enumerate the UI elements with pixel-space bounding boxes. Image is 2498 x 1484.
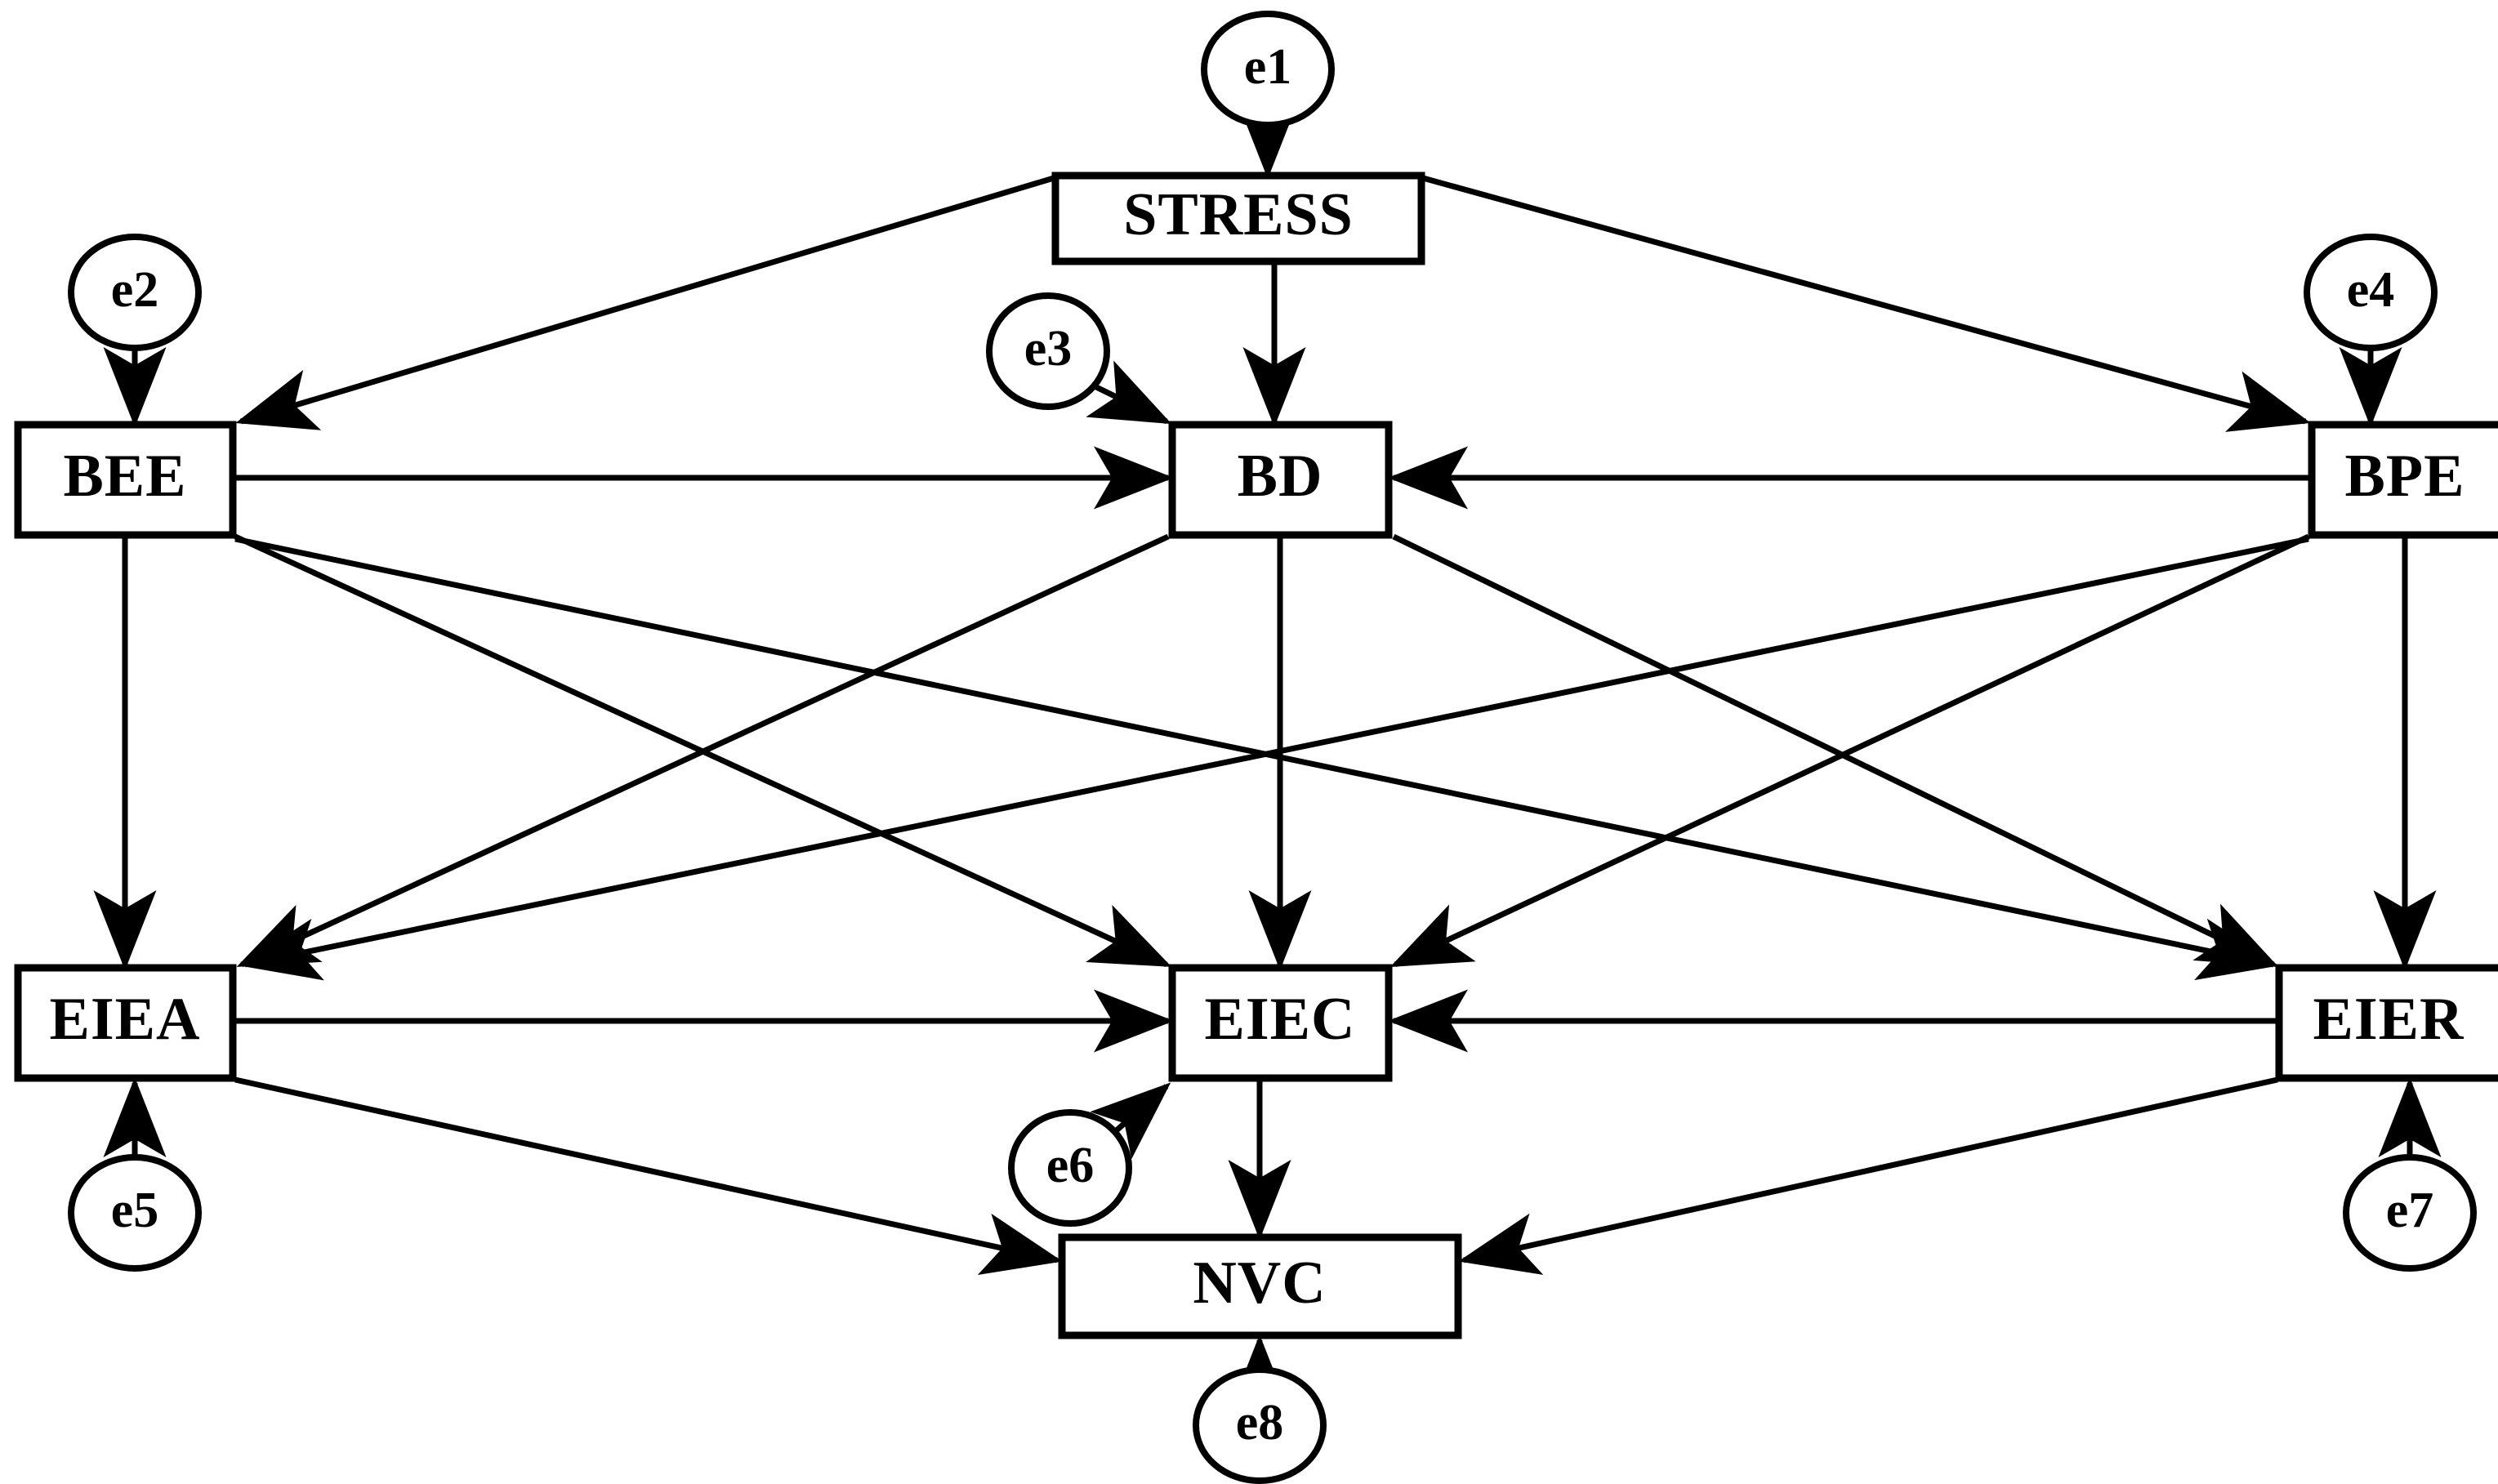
node-e3-ellipse[interactable] — [986, 292, 1110, 410]
node-e4-label: e4 — [2347, 262, 2395, 318]
node-eier-rect[interactable] — [2275, 964, 2498, 1082]
node-eiec-label: EIEC — [1205, 986, 1356, 1053]
node-e5-ellipse[interactable] — [68, 1154, 202, 1272]
node-e6[interactable]: e6 — [1008, 1109, 1132, 1227]
node-e3-label: e3 — [1024, 321, 1073, 377]
node-e6-ellipse[interactable] — [1008, 1109, 1132, 1227]
edge-stress-to-bee — [235, 175, 1055, 430]
node-eiea-rect[interactable] — [14, 964, 237, 1082]
node-e5[interactable]: e5 — [68, 1154, 202, 1272]
node-e5-label: e5 — [111, 1183, 159, 1238]
node-e3[interactable]: e3 — [986, 292, 1110, 410]
node-stress-label: STRESS — [1123, 181, 1354, 248]
edge-eiea-to-nvc — [234, 1076, 1063, 1276]
node-eier-label: EIER — [2313, 986, 2465, 1053]
node-eier[interactable]: EIER — [2275, 964, 2498, 1082]
node-e1[interactable]: e1 — [1201, 11, 1335, 128]
node-nvc-rect[interactable] — [1058, 1233, 1462, 1339]
node-e7[interactable]: e7 — [2343, 1154, 2477, 1272]
node-e7-label: e7 — [2386, 1183, 2434, 1238]
edge-layer — [93, 99, 2442, 1415]
node-e6-label: e6 — [1046, 1138, 1095, 1193]
node-e2-label: e2 — [111, 262, 159, 318]
node-bpe-rect[interactable] — [2308, 421, 2498, 539]
edge-bpe-to-eiec — [1390, 533, 2310, 968]
node-e1-label: e1 — [1244, 39, 1292, 95]
node-e4-ellipse[interactable] — [2304, 234, 2438, 351]
edge-bd-to-eiea — [236, 533, 1170, 968]
node-bee-rect[interactable] — [14, 421, 237, 539]
node-bd[interactable]: BD — [1168, 421, 1393, 539]
node-eiea[interactable]: EIEA — [14, 964, 237, 1082]
edge-bee-to-eier — [234, 536, 2279, 981]
node-bd-label: BD — [1238, 443, 1323, 510]
node-stress-rect[interactable] — [1051, 172, 1425, 265]
edge-e6-to-eiec — [1090, 1082, 1171, 1160]
latent-box-layer: STRESS BEE BD BPE EIEA EIEC EIER — [14, 172, 2498, 1339]
node-e8[interactable]: e8 — [1193, 1366, 1327, 1484]
node-e1-ellipse[interactable] — [1201, 11, 1335, 128]
node-eiec[interactable]: EIEC — [1168, 964, 1393, 1082]
node-eiec-rect[interactable] — [1168, 964, 1393, 1082]
edge-bpe-to-eiea — [239, 536, 2309, 981]
node-nvc[interactable]: NVC — [1058, 1233, 1462, 1339]
error-term-layer: e1 e2 e3 e4 e5 e6 e7 e8 — [68, 11, 2477, 1484]
node-bpe[interactable]: BPE — [2308, 421, 2498, 539]
node-e2[interactable]: e2 — [68, 234, 202, 351]
node-bee-label: BEE — [63, 443, 186, 510]
node-eiea-label: EIEA — [50, 986, 201, 1053]
edge-e3-to-bd — [1086, 360, 1172, 425]
node-bd-rect[interactable] — [1168, 421, 1393, 539]
node-nvc-label: NVC — [1193, 1250, 1326, 1317]
node-stress[interactable]: STRESS — [1051, 172, 1425, 265]
node-e7-ellipse[interactable] — [2343, 1154, 2477, 1272]
node-bpe-label: BPE — [2345, 443, 2465, 510]
edge-stress-to-bpe — [1422, 175, 2311, 432]
node-e2-ellipse[interactable] — [68, 234, 202, 351]
node-e8-label: e8 — [1236, 1395, 1284, 1451]
node-e8-ellipse[interactable] — [1193, 1366, 1327, 1484]
node-bee[interactable]: BEE — [14, 421, 237, 539]
edge-bd-to-eier — [1392, 533, 2279, 968]
node-e4[interactable]: e4 — [2304, 234, 2438, 351]
edge-eier-to-nvc — [1458, 1076, 2278, 1275]
